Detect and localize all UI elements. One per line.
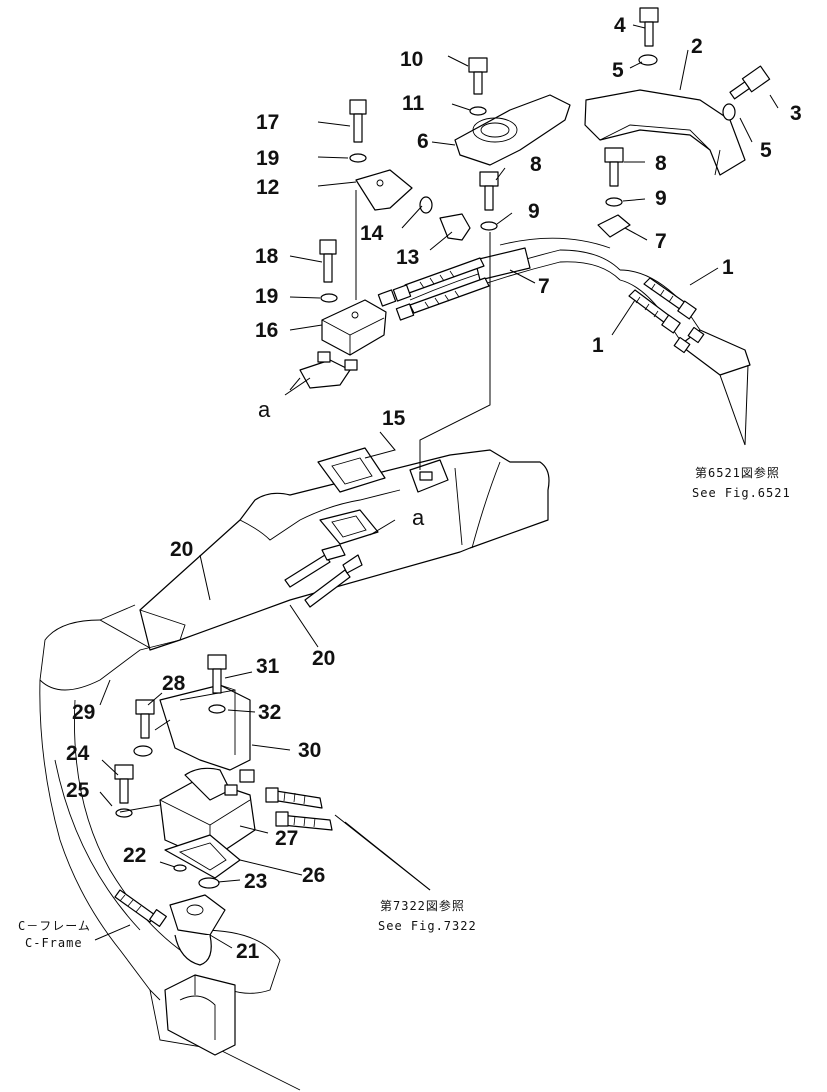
connection-mark-a: a	[412, 505, 425, 530]
callout-5: 5	[612, 59, 624, 82]
callout-28: 28	[162, 672, 186, 695]
callout-20: 20	[170, 538, 193, 561]
see-fig-7322-en: See Fig.7322	[378, 919, 477, 933]
see-fig-7322-jp: 第7322図参照	[380, 898, 465, 913]
upper-assembly	[284, 7, 771, 470]
callout-19: 19	[256, 147, 279, 170]
callout-7: 7	[655, 230, 667, 253]
callout-16: 16	[255, 319, 278, 342]
c-frame-label-en: C-Frame	[25, 936, 83, 950]
callout-17: 17	[256, 111, 279, 134]
callout-27: 27	[275, 827, 298, 850]
callout-12: 12	[256, 176, 279, 199]
see-fig-6521-en: See Fig.6521	[692, 486, 791, 500]
callout-numbers: 1 1 2 3 4 5 5 6 7 7 8 8 9 9 10 11 12 13 …	[66, 14, 802, 963]
callout-31: 31	[256, 655, 280, 678]
callout-21: 21	[236, 940, 260, 963]
callout-19: 19	[255, 285, 278, 308]
callout-29: 29	[72, 701, 95, 724]
callout-24: 24	[66, 742, 90, 765]
callout-2: 2	[691, 35, 703, 58]
callout-5: 5	[760, 139, 772, 162]
callout-7: 7	[538, 275, 550, 298]
callout-15: 15	[382, 407, 406, 430]
callout-9: 9	[528, 200, 540, 223]
callout-30: 30	[298, 739, 321, 762]
callout-8: 8	[655, 152, 667, 175]
c-frame-label-jp: C－フレーム	[18, 919, 91, 933]
callout-26: 26	[302, 864, 325, 887]
callout-6: 6	[417, 130, 429, 153]
callout-1: 1	[722, 256, 734, 279]
leader-lines	[94, 24, 779, 949]
callout-11: 11	[402, 92, 425, 115]
callout-13: 13	[396, 246, 419, 269]
c-frame-boom	[39, 447, 550, 1091]
connection-mark-a: a	[258, 397, 271, 422]
callout-14: 14	[360, 222, 384, 245]
callout-23: 23	[244, 870, 267, 893]
callout-22: 22	[123, 844, 146, 867]
callout-4: 4	[614, 14, 626, 37]
callout-10: 10	[400, 48, 423, 71]
callout-20: 20	[312, 647, 335, 670]
callout-25: 25	[66, 779, 90, 802]
callout-9: 9	[655, 187, 667, 210]
see-fig-6521-jp: 第6521図参照	[695, 465, 780, 480]
callout-1: 1	[592, 334, 604, 357]
callout-8: 8	[530, 153, 542, 176]
callout-18: 18	[255, 245, 279, 268]
reference-labels: a a 第6521図参照 See Fig.6521 第7322図参照 See F…	[18, 397, 791, 950]
callout-32: 32	[258, 701, 281, 724]
callout-3: 3	[790, 102, 802, 125]
lower-assembly	[114, 654, 333, 966]
